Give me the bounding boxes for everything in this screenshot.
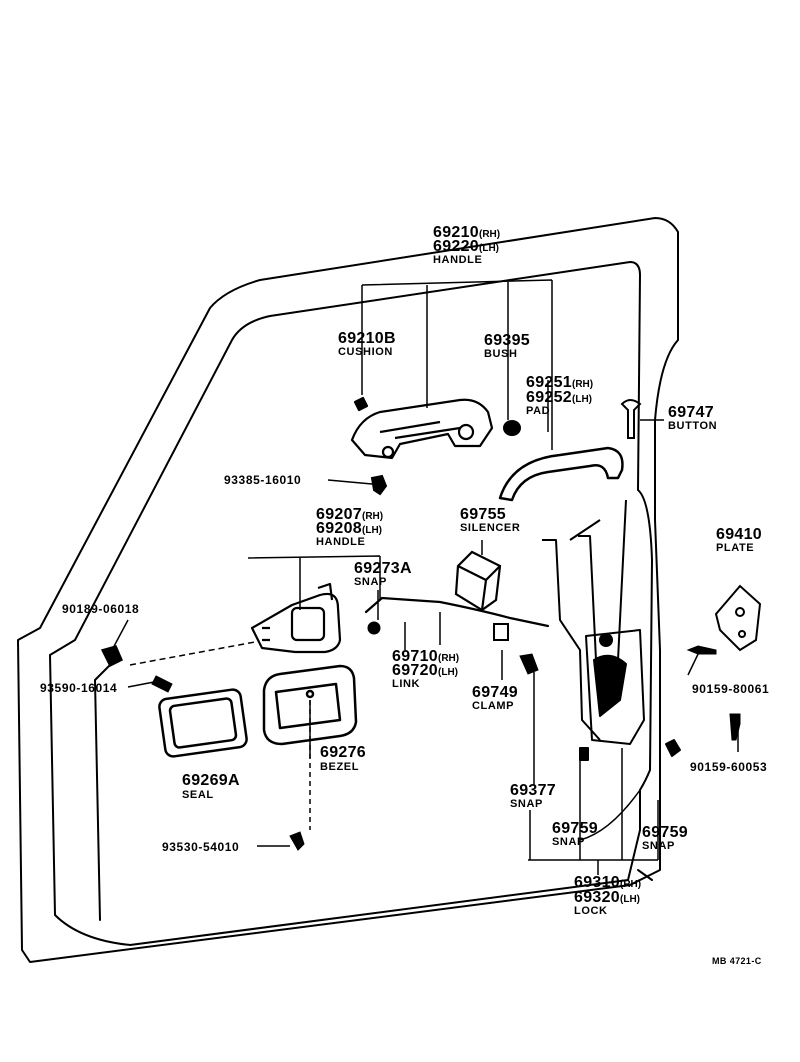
snap-69759-a-number: 69759 <box>552 820 598 837</box>
snap-69377-name: SNAP <box>510 798 543 810</box>
link-rod-part <box>364 596 550 628</box>
bush-part <box>503 420 521 436</box>
link-name: LINK <box>392 678 421 690</box>
inner-handle-name: HANDLE <box>316 536 366 548</box>
clip-90189-number: 90189-06018 <box>62 602 140 616</box>
snap-69377-part <box>519 653 539 675</box>
pad-label-lh: 69252(LH) <box>526 389 592 406</box>
seal-name: SEAL <box>182 789 214 801</box>
lock-label-lh: 69320(LH) <box>574 889 640 906</box>
snap-69759-b-number: 69759 <box>642 824 688 841</box>
bolt-90159-80061-number: 90159-80061 <box>692 682 770 696</box>
screw-93530-number: 93530-54010 <box>162 840 240 854</box>
bezel-part <box>262 664 358 746</box>
inner-handle-label-lh: 69208(LH) <box>316 520 382 537</box>
plate-number: 69410 <box>716 526 762 543</box>
button-part <box>620 399 642 439</box>
pad-label-rh: 69251(RH) <box>526 374 594 391</box>
button-number: 69747 <box>668 404 714 421</box>
clamp-name: CLAMP <box>472 700 515 712</box>
bezel-name: BEZEL <box>320 761 360 773</box>
lock-assembly-part <box>542 499 681 761</box>
plate-name: PLATE <box>716 542 755 554</box>
snap-69759-b-name: SNAP <box>642 840 675 852</box>
snap-69377-number: 69377 <box>510 782 556 799</box>
link-label-rh: 69710(RH) <box>392 648 460 665</box>
link-label-lh: 69720(LH) <box>392 662 458 679</box>
snap-69759-a-name: SNAP <box>552 836 585 848</box>
screw-93590-number: 93590-16014 <box>40 681 118 695</box>
pad-name: PAD <box>526 405 551 417</box>
bolt-90159-60053-part <box>729 713 741 741</box>
screw-93385-part <box>370 474 388 496</box>
cushion-name: CUSHION <box>338 346 393 358</box>
screw-93385-number: 93385-16010 <box>224 473 302 487</box>
bezel-number: 69276 <box>320 744 366 761</box>
bush-name: BUSH <box>484 348 518 360</box>
bush-number: 69395 <box>484 332 530 349</box>
snap-69273a-name: SNAP <box>354 576 387 588</box>
snap-69273a-part <box>367 621 381 635</box>
diagram-code: MB 4721-C <box>712 956 762 966</box>
screw-93530-part <box>289 831 305 851</box>
inner-handle-label-rh: 69207(RH) <box>316 506 384 523</box>
button-name: BUTTON <box>668 420 718 432</box>
outer-handle-part <box>350 396 494 460</box>
bolt-90159-60053-number: 90159-60053 <box>690 760 768 774</box>
door-inner-outline <box>49 261 653 946</box>
outer-handle-label-lh: 69220(LH) <box>433 238 499 255</box>
outer-handle-label-rh: 69210(RH) <box>433 224 501 241</box>
snap-69273a-number: 69273A <box>354 560 412 577</box>
clamp-part <box>493 623 509 641</box>
screw-93590-part <box>151 675 173 693</box>
clamp-number: 69749 <box>472 684 518 701</box>
bolt-90159-80061-part <box>686 645 717 655</box>
door-panel-outline <box>17 217 679 963</box>
door-inner-edge <box>94 659 116 921</box>
leader-outer-handle <box>361 279 553 450</box>
silencer-number: 69755 <box>460 506 506 523</box>
plate-part <box>714 584 762 652</box>
seal-part <box>158 688 248 758</box>
inner-handle-part <box>250 582 342 654</box>
silencer-part <box>454 550 502 612</box>
lock-label-rh: 69310(RH) <box>574 874 642 891</box>
cushion-number: 69210B <box>338 330 396 347</box>
seal-number: 69269A <box>182 772 240 789</box>
pad-part <box>498 446 624 502</box>
clip-90189-part <box>100 645 123 668</box>
silencer-name: SILENCER <box>460 522 521 534</box>
outer-handle-name: HANDLE <box>433 254 483 266</box>
leader-lock <box>528 748 659 875</box>
lock-name: LOCK <box>574 905 608 917</box>
